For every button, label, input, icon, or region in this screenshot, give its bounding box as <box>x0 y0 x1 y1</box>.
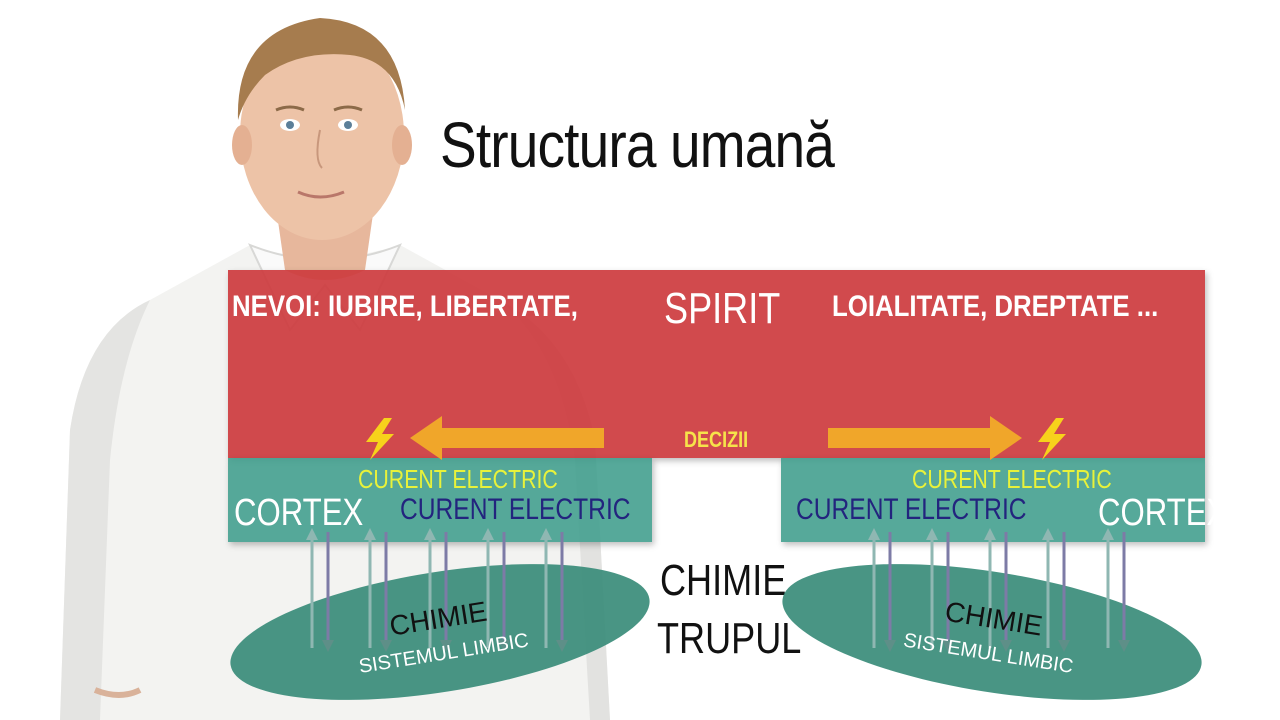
page-title: Structura umană <box>440 109 835 181</box>
current-right-yellow: CURENT ELECTRIC <box>912 464 1112 494</box>
arrows-right <box>868 528 1130 652</box>
cortex-right-label: CORTEX <box>1098 492 1228 534</box>
cortex-left-band <box>228 458 652 542</box>
center-chimie-label: CHIMIE <box>660 556 787 605</box>
limbic-right-ellipse <box>782 564 1202 700</box>
needs-right-label: LOIALITATE, DREPTATE ... <box>832 290 1159 323</box>
decision-arrow-left <box>410 416 604 460</box>
cortex-left-label: CORTEX <box>234 492 364 534</box>
center-trupul-label: TRUPUL <box>657 614 802 663</box>
spirit-band <box>228 270 1205 458</box>
lightning-right-icon <box>1038 418 1066 460</box>
current-left-yellow: CURENT ELECTRIC <box>358 464 558 494</box>
decisions-label: DECIZII <box>684 427 749 452</box>
arrows-left <box>306 528 568 652</box>
current-right-blue: CURENT ELECTRIC <box>796 493 1027 526</box>
lightning-left-icon <box>366 418 394 460</box>
spirit-label: SPIRIT <box>664 284 781 333</box>
needs-left-label: NEVOI: IUBIRE, LIBERTATE, <box>232 290 578 323</box>
cortex-right-band <box>781 458 1205 542</box>
current-left-blue: CURENT ELECTRIC <box>400 493 631 526</box>
decision-arrow-right <box>828 416 1022 460</box>
